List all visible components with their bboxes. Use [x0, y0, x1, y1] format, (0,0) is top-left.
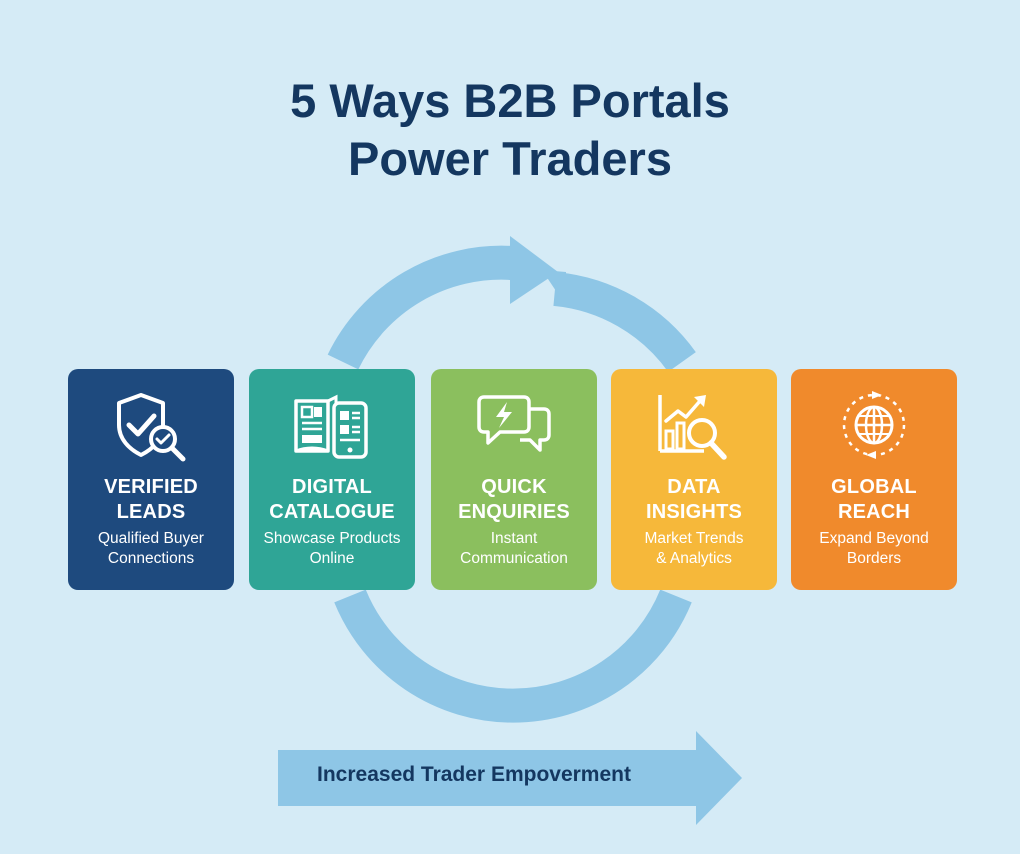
card-subtitle: Instant Communication — [431, 529, 597, 569]
cycle-arrow-right-arc — [553, 272, 696, 373]
shield-check-magnifier-icon — [117, 393, 186, 462]
card-subtitle-line-1: Instant — [490, 530, 538, 547]
card-heading-line-2: LEADS — [116, 501, 186, 523]
card-heading-line-2: CATALOGUE — [269, 501, 395, 523]
card-subtitle-line-1: Market Trends — [644, 530, 744, 547]
card-subtitle-line-2: Online — [309, 550, 355, 567]
card-heading-line-1: VERIFIED — [104, 476, 198, 498]
card-heading-line-1: DATA — [667, 476, 721, 498]
cycle-arrow-left-arc — [327, 245, 514, 370]
card-heading-line-2: REACH — [837, 501, 911, 523]
cycle-arrow-right-notch — [542, 270, 566, 306]
bottom-arrow-label: Increased Trader Empoverment — [317, 763, 631, 786]
card-quick-enquiries: QUICK ENQUIRIES Instant Communication — [431, 369, 597, 590]
globe-cycle-icon — [842, 391, 906, 459]
chat-lightning-icon — [477, 395, 551, 452]
cycle-arrow-left-head — [510, 236, 558, 304]
card-heading: GLOBAL REACH — [791, 475, 957, 525]
card-subtitle: Showcase Products Online — [249, 529, 415, 569]
card-heading-line-2: INSIGHTS — [645, 501, 743, 523]
card-heading: QUICK ENQUIRIES — [431, 475, 597, 525]
card-subtitle-line-2: Communication — [460, 550, 568, 567]
card-heading: DATA INSIGHTS — [611, 475, 777, 525]
catalogue-tablet-icon — [294, 394, 368, 459]
card-subtitle-line-2: Borders — [846, 550, 902, 567]
card-subtitle: Expand Beyond Borders — [791, 529, 957, 569]
card-verified-leads: VERIFIED LEADS Qualified Buyer Connectio… — [68, 369, 234, 590]
bottom-arrow — [278, 731, 742, 825]
card-subtitle-line-2: & Analytics — [656, 550, 732, 567]
title-line-2: Power Traders — [348, 132, 672, 185]
card-heading-line-2: ENQUIRIES — [458, 501, 570, 523]
page-title: 5 Ways B2B Portals Power Traders — [0, 72, 1020, 188]
card-data-insights: DATA INSIGHTS Market Trends & Analytics — [611, 369, 777, 590]
card-heading-line-1: QUICK — [481, 476, 547, 498]
card-subtitle: Qualified Buyer Connections — [68, 529, 234, 569]
card-heading: DIGITAL CATALOGUE — [249, 475, 415, 525]
card-subtitle-line-2: Connections — [107, 550, 195, 567]
card-heading: VERIFIED LEADS — [68, 475, 234, 525]
title-line-1: 5 Ways B2B Portals — [290, 74, 730, 127]
chart-magnifier-icon — [658, 395, 727, 460]
card-subtitle-line-1: Qualified Buyer — [98, 530, 204, 547]
card-subtitle-line-1: Showcase Products — [263, 530, 401, 547]
cycle-arrow-bottom-arc — [334, 589, 692, 723]
card-subtitle-line-1: Expand Beyond — [819, 530, 929, 547]
card-digital-catalogue: DIGITAL CATALOGUE Showcase Products Onli… — [249, 369, 415, 590]
card-heading-line-1: DIGITAL — [292, 476, 372, 498]
card-global-reach: GLOBAL REACH Expand Beyond Borders — [791, 369, 957, 590]
card-subtitle: Market Trends & Analytics — [611, 529, 777, 569]
card-heading-line-1: GLOBAL — [831, 476, 917, 498]
